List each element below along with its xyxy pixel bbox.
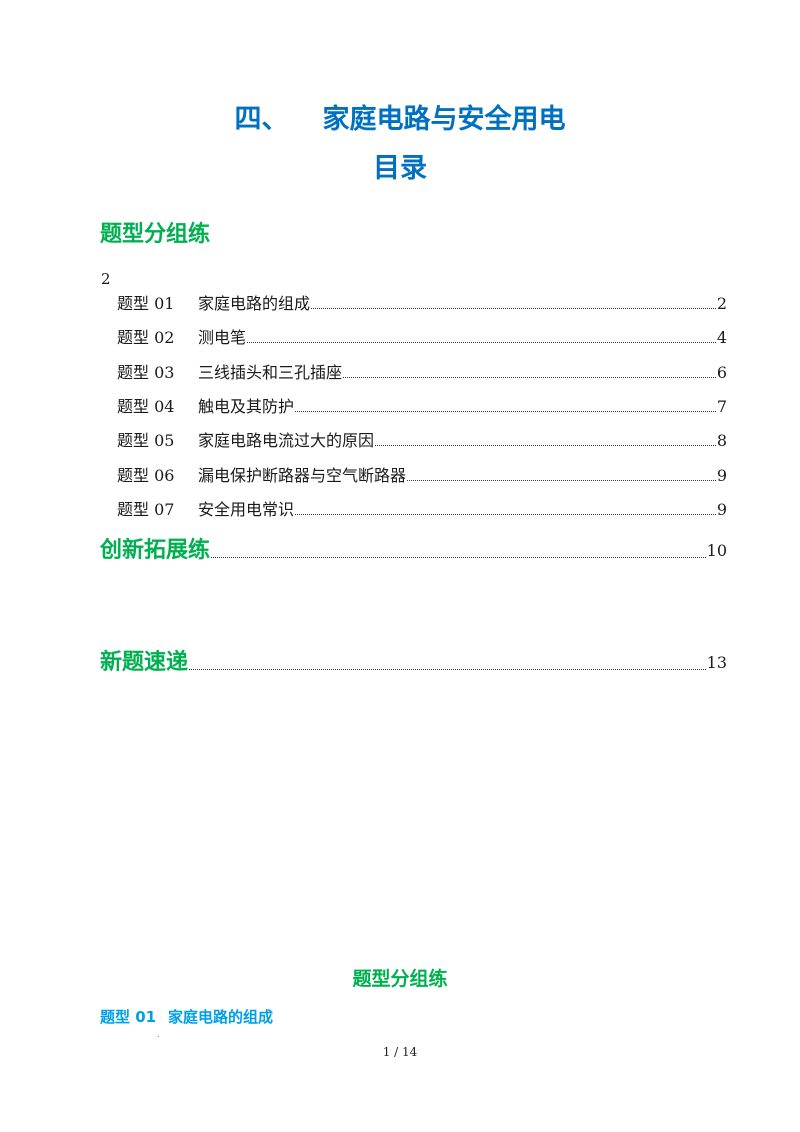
toc-entry-label: 三线插头和三孔插座	[198, 363, 343, 382]
toc-leader-dots	[343, 376, 716, 378]
toc-leader-dots	[311, 307, 716, 309]
toc-entry-number: 题型 01	[117, 294, 175, 313]
toc-entry[interactable]: 题型 03 三线插头和三孔插座 6	[117, 361, 727, 383]
toc-stray-page-number: 2	[101, 270, 111, 288]
toc-section-page: 13	[706, 653, 727, 672]
toc-entry-page: 4	[716, 328, 727, 347]
toc-entry-page: 2	[716, 294, 727, 313]
page-indicator: 1 / 14	[382, 1045, 418, 1059]
subheading-number: 题型 01	[100, 1008, 157, 1026]
toc-entry-page: 9	[716, 466, 727, 485]
toc-entry-number: 题型 04	[117, 397, 175, 416]
toc-entry-page: 8	[716, 431, 727, 450]
title-prefix: 四、	[234, 104, 289, 135]
toc-entry-label: 家庭电路电流过大的原因	[198, 431, 375, 450]
toc-leader-dots	[295, 513, 716, 515]
toc-entry[interactable]: 题型 07 安全用电常识 9	[117, 498, 727, 520]
toc-section-innovation[interactable]: 创新拓展练 10	[100, 535, 727, 565]
body-subheading: 题型 01 家庭电路的组成	[100, 1006, 273, 1027]
toc-entry-number: 题型 05	[117, 431, 175, 450]
toc-entry-number: 题型 02	[117, 328, 175, 347]
toc-section-label: 创新拓展练	[100, 538, 211, 563]
toc-entry[interactable]: 题型 05 家庭电路电流过大的原因 8	[117, 429, 727, 451]
toc-entry[interactable]: 题型 06 漏电保护断路器与空气断路器 9	[117, 464, 727, 486]
toc-entry-number: 题型 03	[117, 363, 175, 382]
toc-entry-label: 漏电保护断路器与空气断路器	[198, 466, 407, 485]
toc-entry[interactable]: 题型 01 家庭电路的组成 2	[117, 292, 727, 314]
toc-entry-label: 测电笔	[198, 328, 247, 347]
toc-entry-page: 6	[716, 363, 727, 382]
toc-entry[interactable]: 题型 04 触电及其防护 7	[117, 395, 727, 417]
toc-heading: 目录	[373, 153, 427, 184]
toc-entry-label: 家庭电路的组成	[198, 294, 311, 313]
toc-entry-number: 题型 06	[117, 466, 175, 485]
body-section-title: 题型分组练	[352, 968, 448, 990]
toc-leader-dots	[295, 410, 716, 412]
toc-section-new-questions[interactable]: 新题速递 13	[100, 647, 727, 677]
toc-entry-label: 触电及其防护	[198, 397, 295, 416]
stray-mark: .	[157, 1030, 160, 1039]
toc-entry[interactable]: 题型 02 测电笔 4	[117, 326, 727, 348]
toc-leader-dots	[189, 668, 706, 670]
document-title: 四、 家庭电路与安全用电	[0, 97, 800, 136]
toc-leader-dots	[211, 556, 706, 558]
toc-section-practice[interactable]: 题型分组练	[100, 222, 211, 247]
subheading-text: 家庭电路的组成	[168, 1008, 274, 1026]
toc-section-page: 10	[706, 541, 727, 560]
toc-entry-page: 7	[716, 397, 727, 416]
toc-leader-dots	[247, 341, 716, 343]
toc-entry-page: 9	[716, 500, 727, 519]
toc-section-label: 新题速递	[100, 650, 189, 675]
title-text: 家庭电路与安全用电	[322, 104, 566, 135]
toc-leader-dots	[407, 479, 716, 481]
toc-leader-dots	[375, 444, 716, 446]
toc-entry-number: 题型 07	[117, 500, 175, 519]
toc-entry-label: 安全用电常识	[198, 500, 295, 519]
